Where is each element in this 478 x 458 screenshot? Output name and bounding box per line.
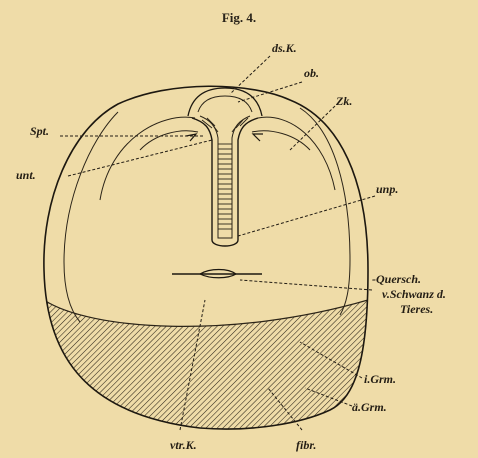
label-igrm: i.Grm.	[364, 372, 396, 386]
left-arrow	[186, 134, 196, 141]
label-quersch-1: -Quersch.	[372, 272, 421, 286]
right-arc	[258, 117, 335, 190]
label-dsk: ds.K.	[272, 41, 297, 55]
germ-ring-hatching	[44, 300, 368, 458]
inner-left-contour	[64, 112, 118, 322]
label-fibr: fibr.	[296, 438, 316, 452]
label-vtrk: vtr.K.	[170, 438, 197, 452]
label-spt: Spt.	[30, 124, 49, 138]
label-unp: unp.	[376, 182, 398, 196]
right-arrow	[253, 134, 263, 141]
label-ob: ob.	[304, 66, 319, 80]
primitive-groove-outline	[192, 118, 258, 246]
label-unt: unt.	[16, 168, 36, 182]
label-zk: Zk.	[336, 94, 352, 108]
dorsal-knob	[188, 88, 262, 116]
label-agrm: ä.Grm.	[352, 400, 387, 414]
left-arc	[100, 117, 195, 200]
inner-right-contour	[300, 108, 350, 315]
label-quersch-2: v.Schwanz d.	[382, 287, 446, 301]
label-quersch-3: Tieres.	[400, 302, 433, 316]
groove-segments	[202, 118, 248, 229]
